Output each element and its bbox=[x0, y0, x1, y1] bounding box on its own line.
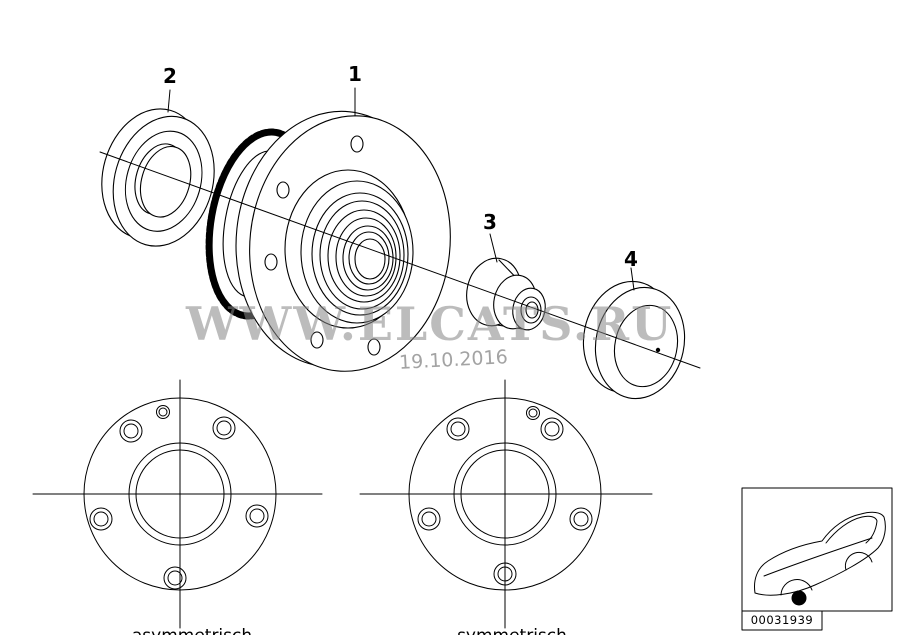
callout-part-4[interactable]: 4 bbox=[624, 247, 638, 271]
dust-cap bbox=[582, 280, 686, 400]
flange-view-asymmetric bbox=[32, 379, 323, 629]
car-icon bbox=[754, 511, 886, 596]
vehicle-locator bbox=[741, 487, 893, 631]
axis-line bbox=[99, 151, 701, 369]
callout-part-3[interactable]: 3 bbox=[483, 210, 497, 234]
caption-asymmetric: asymmetrisch bbox=[122, 626, 262, 635]
flange-view-symmetric bbox=[359, 379, 653, 629]
part-number-box bbox=[741, 610, 823, 631]
callout-part-1[interactable]: 1 bbox=[348, 62, 362, 86]
collar-nut bbox=[466, 257, 546, 331]
caption-symmetric: symmetrisch bbox=[442, 626, 582, 635]
diagram-number: 00031939 bbox=[750, 613, 814, 627]
sym-bolt-holes bbox=[417, 406, 593, 586]
callout-leader-lines bbox=[167, 87, 635, 291]
part-location-marker bbox=[791, 590, 807, 606]
flange-bolt-holes bbox=[264, 135, 381, 356]
hub-bore bbox=[284, 169, 414, 329]
asym-bolt-holes bbox=[89, 405, 269, 590]
seal-ring bbox=[101, 108, 215, 247]
callout-part-2[interactable]: 2 bbox=[163, 64, 177, 88]
